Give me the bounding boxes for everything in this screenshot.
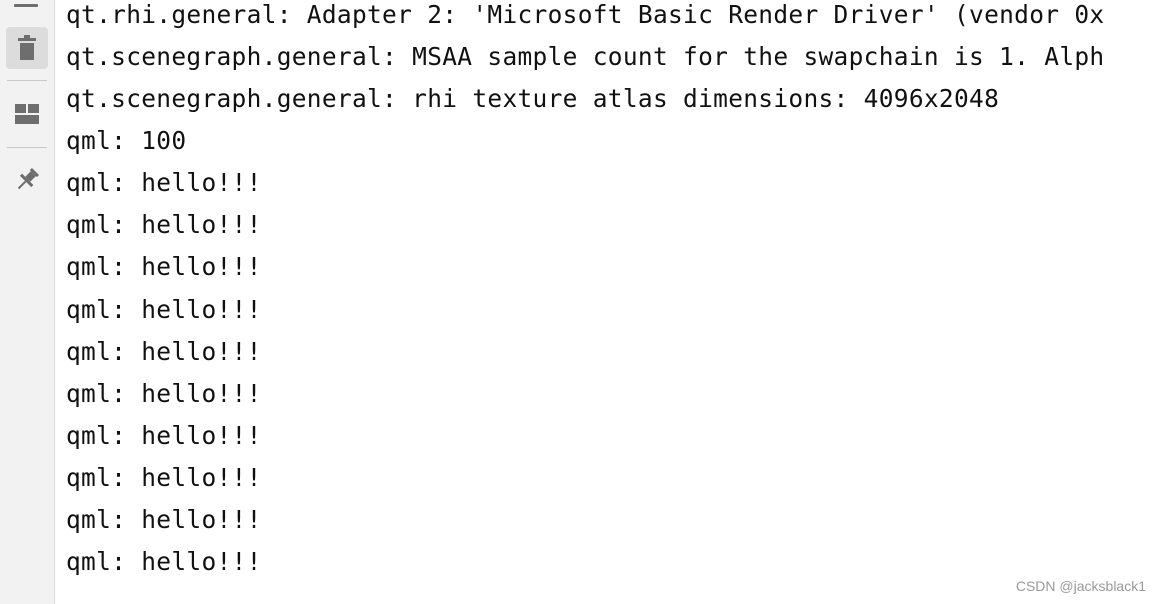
log-line: qml: hello!!!	[66, 252, 262, 281]
log-line: qt.scenegraph.general: MSAA sample count…	[66, 42, 1105, 71]
console-side-toolbar	[0, 0, 55, 604]
trash-icon	[16, 35, 38, 61]
log-line: qml: hello!!!	[66, 463, 262, 492]
log-line: qt.scenegraph.general: rhi texture atlas…	[66, 84, 1000, 113]
pin-icon	[13, 166, 41, 194]
console-output[interactable]: qt.rhi.general: Adapter 2: 'Microsoft Ba…	[56, 0, 1162, 604]
log-line: qml: hello!!!	[66, 379, 262, 408]
clear-console-button[interactable]	[6, 27, 48, 69]
toolbar-separator	[7, 80, 47, 81]
toolbar-separator	[7, 147, 47, 148]
log-line: qml: hello!!!	[66, 505, 262, 534]
watermark: CSDN @jacksblack1	[1015, 578, 1146, 594]
log-line: qt.rhi.general: Adapter 2: 'Microsoft Ba…	[66, 0, 1105, 29]
layout-button[interactable]	[6, 93, 48, 135]
log-line: qml: hello!!!	[66, 337, 262, 366]
pin-tab-button[interactable]	[6, 159, 48, 201]
log-line: qml: hello!!!	[66, 168, 262, 197]
layout-icon	[14, 103, 40, 125]
log-line: qml: hello!!!	[66, 210, 262, 239]
log-line: qml: hello!!!	[66, 295, 262, 324]
log-line: qml: 100	[66, 126, 187, 155]
log-line: qml: hello!!!	[66, 547, 262, 576]
toolbar-top-button-edge[interactable]	[14, 4, 38, 7]
log-line: qml: hello!!!	[66, 421, 262, 450]
